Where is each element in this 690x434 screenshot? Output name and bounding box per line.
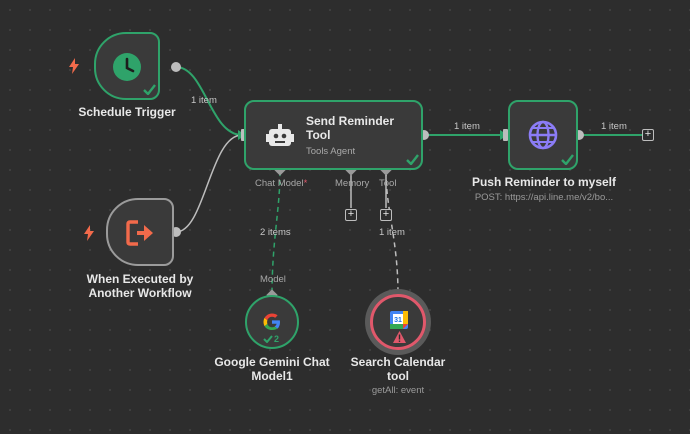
http-request-node-push[interactable] xyxy=(508,100,578,170)
add-next-node-button[interactable]: + xyxy=(642,129,654,141)
push-title: Push Reminder to myself xyxy=(471,175,617,189)
edge-label-push-next: 1 item xyxy=(601,121,627,132)
success-check-icon xyxy=(143,84,156,95)
edge-label-tool: 1 item xyxy=(379,227,405,238)
add-tool-button[interactable]: + xyxy=(380,209,392,221)
robot-icon xyxy=(264,122,296,152)
schedule-output-handle xyxy=(171,62,181,72)
edge-schedule-to-agent xyxy=(175,66,243,136)
success-check-icon xyxy=(406,154,419,165)
schedule-trigger-title: Schedule Trigger xyxy=(78,105,176,119)
execute-workflow-title: When Executed by Another Workflow xyxy=(86,272,194,300)
success-check-icon xyxy=(561,154,574,165)
sign-out-icon xyxy=(124,217,158,249)
port-label-memory: Memory xyxy=(335,178,370,189)
gemini-chat-model-node[interactable]: 2 xyxy=(245,295,299,349)
port-label-model: Model xyxy=(260,274,286,285)
run-count-badge: 2 xyxy=(263,334,279,344)
schedule-trigger-node[interactable] xyxy=(94,32,160,100)
clock-icon xyxy=(110,50,144,84)
edge-model-to-agent xyxy=(271,170,281,296)
edge-label-schedule: 1 item xyxy=(191,95,217,106)
port-label-tool: Tool xyxy=(379,178,397,189)
gemini-title: Google Gemini Chat Model1 xyxy=(214,355,330,383)
execute-workflow-trigger-node[interactable] xyxy=(106,198,174,266)
agent-node-send-reminder[interactable]: Send Reminder Tool Tools Agent xyxy=(244,100,423,170)
edge-executed-to-agent xyxy=(175,134,243,233)
add-memory-button[interactable]: + xyxy=(345,209,357,221)
edge-label-model: 2 items xyxy=(260,227,291,238)
push-subtitle: POST: https://api.line.me/v2/bo... xyxy=(474,192,614,203)
success-check-icon xyxy=(263,335,273,343)
google-calendar-icon: 31 xyxy=(388,309,410,331)
calendar-day-text: 31 xyxy=(394,317,402,324)
calendar-title: Search Calendar tool xyxy=(350,355,446,383)
warning-icon xyxy=(393,331,406,343)
trigger-bolt-icon xyxy=(84,225,94,241)
agent-title: Send Reminder Tool xyxy=(306,114,395,142)
search-calendar-tool-node[interactable]: 31 xyxy=(370,294,426,350)
agent-subtitle: Tools Agent xyxy=(306,146,356,157)
google-icon xyxy=(261,311,283,333)
globe-icon xyxy=(526,118,560,152)
trigger-bolt-icon xyxy=(69,58,79,74)
edge-label-agent-push: 1 item xyxy=(454,121,480,132)
calendar-subtitle: getAll: event xyxy=(371,385,425,396)
port-label-chat-model: Chat Model* xyxy=(255,178,308,189)
